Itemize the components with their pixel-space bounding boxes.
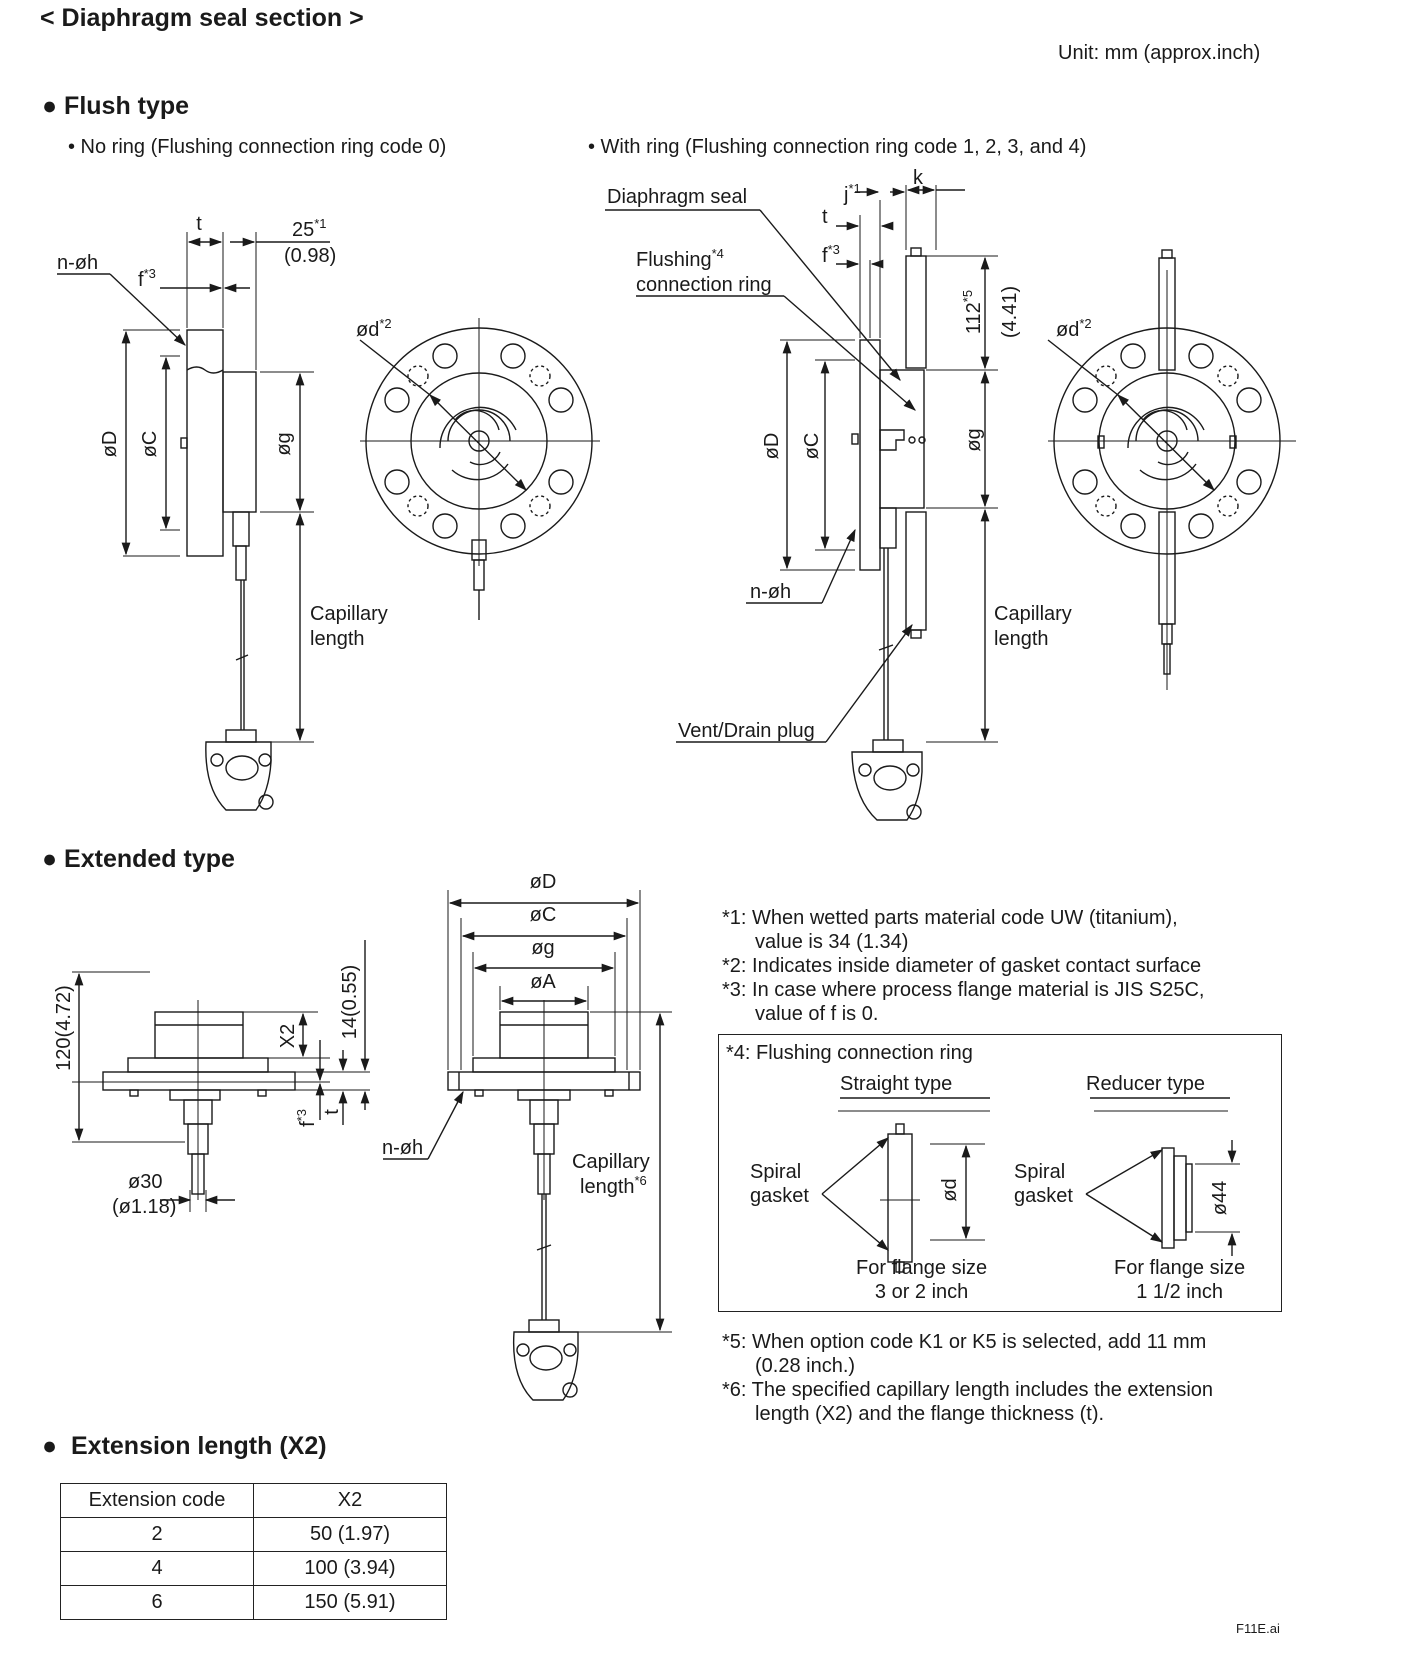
- dim-g2-label: øg: [963, 428, 985, 451]
- dim-od-ring-label: ød: [939, 1178, 961, 1201]
- dim-o44-label: ø44: [1209, 1181, 1231, 1215]
- flushing-ring-box: [718, 1034, 1282, 1312]
- dim-od2-label: ød*2: [1056, 316, 1092, 341]
- reducer-ring-sketch: [1085, 1110, 1240, 1256]
- table-row: 2 50 (1.97): [60, 1517, 447, 1552]
- straight-ring-sketch: [821, 1110, 990, 1273]
- flush-withring-side-view: [605, 185, 998, 821]
- dim-f-label: f*3: [138, 266, 156, 291]
- dim-t-label: t: [196, 213, 202, 235]
- flushing-label: Flushing*4: [636, 246, 724, 271]
- table-cell: 150 (5.91): [253, 1585, 447, 1620]
- dim-D2-label: øD: [761, 433, 783, 460]
- capillary-length-label-3: length*6: [580, 1173, 647, 1198]
- note-6-cont: length (X2) and the flange thickness (t)…: [755, 1403, 1105, 1425]
- table-header: Extension code: [60, 1483, 254, 1518]
- extension-length-heading: ● Extension length (X2): [42, 1432, 327, 1460]
- dim-D-label: øD: [99, 431, 121, 458]
- bolt-hole-label-2: n-øh: [750, 581, 791, 603]
- capillary-label: Capillary: [310, 603, 388, 625]
- note-3-cont: value of f is 0.: [755, 1003, 879, 1025]
- page-title: < Diaphragm seal section >: [40, 4, 364, 32]
- note-1-cont: value is 34 (1.34): [755, 931, 909, 953]
- diaphragm-seal-label: Diaphragm seal: [607, 186, 747, 208]
- table-header-row: Extension code X2: [60, 1483, 447, 1518]
- capillary-length-label: length: [310, 628, 365, 650]
- flush-type-heading: ● Flush type: [42, 92, 190, 120]
- table-cell: 4: [60, 1551, 254, 1586]
- dim-k-label: k: [913, 167, 924, 189]
- table-cell: 6: [60, 1585, 254, 1620]
- note-2: *2: Indicates inside diameter of gasket …: [722, 955, 1202, 977]
- dim-f2-label: f*3: [822, 242, 840, 267]
- dim-o30-inch-label: (ø1.18): [112, 1196, 176, 1218]
- dim-C-label: øC: [139, 431, 161, 458]
- dim-od-label: ød*2: [356, 316, 392, 341]
- dim-14-label: 14(0.55): [339, 965, 361, 1040]
- capillary-label-2: Capillary: [994, 603, 1072, 625]
- flush-noring-side-view: [57, 232, 330, 811]
- with-ring-subheading: • With ring (Flushing connection ring co…: [588, 136, 1087, 158]
- dim-D3-label: øD: [530, 871, 557, 893]
- bolt-hole-label-3: n-øh: [382, 1137, 423, 1159]
- dim-x2-label: X2: [277, 1024, 299, 1048]
- dim-o30-label: ø30: [128, 1171, 162, 1193]
- table-cell: 100 (3.94): [253, 1551, 447, 1586]
- bolt-hole-label: n-øh: [57, 252, 98, 274]
- notes-top: *1: When wetted parts material code UW (…: [722, 906, 1204, 1026]
- note-3: *3: In case where process flange materia…: [722, 979, 1205, 1001]
- dim-C2-label: øC: [801, 433, 823, 460]
- dim-120-label: 120(4.72): [53, 985, 75, 1071]
- dim-f3-label: f*3: [294, 1109, 319, 1127]
- straight-type-label: Straight type: [840, 1073, 953, 1095]
- dim-25-inch-label: (0.98): [284, 245, 336, 267]
- flush-noring-front-view: [359, 318, 600, 620]
- reducer-type-label: Reducer type: [1086, 1073, 1205, 1095]
- dim-g-label: øg: [273, 432, 295, 455]
- unit-label: Unit: mm (approx.inch): [1058, 42, 1261, 64]
- dim-112-inch-label: (4.41): [999, 286, 1021, 338]
- dim-j-label: j*1: [843, 181, 861, 206]
- file-id: F11E.ai: [1236, 1621, 1280, 1636]
- no-ring-subheading: • No ring (Flushing connection ring code…: [68, 136, 447, 158]
- vent-drain-plug-label: Vent/Drain plug: [678, 720, 815, 742]
- table-row: 6 150 (5.91): [60, 1585, 447, 1620]
- table-cell: 50 (1.97): [253, 1517, 447, 1552]
- extended-front-view: [383, 890, 672, 1401]
- note-5: *5: When option code K1 or K5 is selecte…: [722, 1331, 1207, 1353]
- ring-box-title: *4: Flushing connection ring: [726, 1042, 973, 1064]
- extension-table: Extension code X2 2 50 (1.97) 4 100 (3.9…: [60, 1483, 447, 1620]
- table-header: X2: [253, 1483, 447, 1518]
- table-cell: 2: [60, 1517, 254, 1552]
- dim-A-label: øA: [530, 971, 556, 993]
- dim-25-label: 25*1: [292, 216, 327, 241]
- capillary-length-label-2: length: [994, 628, 1049, 650]
- dim-t2-label: t: [822, 206, 828, 228]
- dim-t3-label: t: [321, 1109, 343, 1115]
- dim-C3-label: øC: [530, 904, 557, 926]
- connection-ring-label: connection ring: [636, 274, 772, 296]
- flush-withring-front-view: [1047, 249, 1296, 690]
- note-1: *1: When wetted parts material code UW (…: [722, 907, 1178, 929]
- extended-type-heading: ● Extended type: [42, 845, 235, 873]
- note-5-cont: (0.28 inch.): [755, 1355, 856, 1377]
- table-row: 4 100 (3.94): [60, 1551, 447, 1586]
- capillary-label-3: Capillary: [572, 1151, 650, 1173]
- dim-g3-label: øg: [531, 937, 554, 959]
- note-6: *6: The specified capillary length inclu…: [722, 1379, 1214, 1401]
- dim-112-label: 112*5: [960, 290, 985, 334]
- notes-bottom: *5: When option code K1 or K5 is selecte…: [722, 1330, 1213, 1426]
- extended-side-view: [72, 940, 370, 1212]
